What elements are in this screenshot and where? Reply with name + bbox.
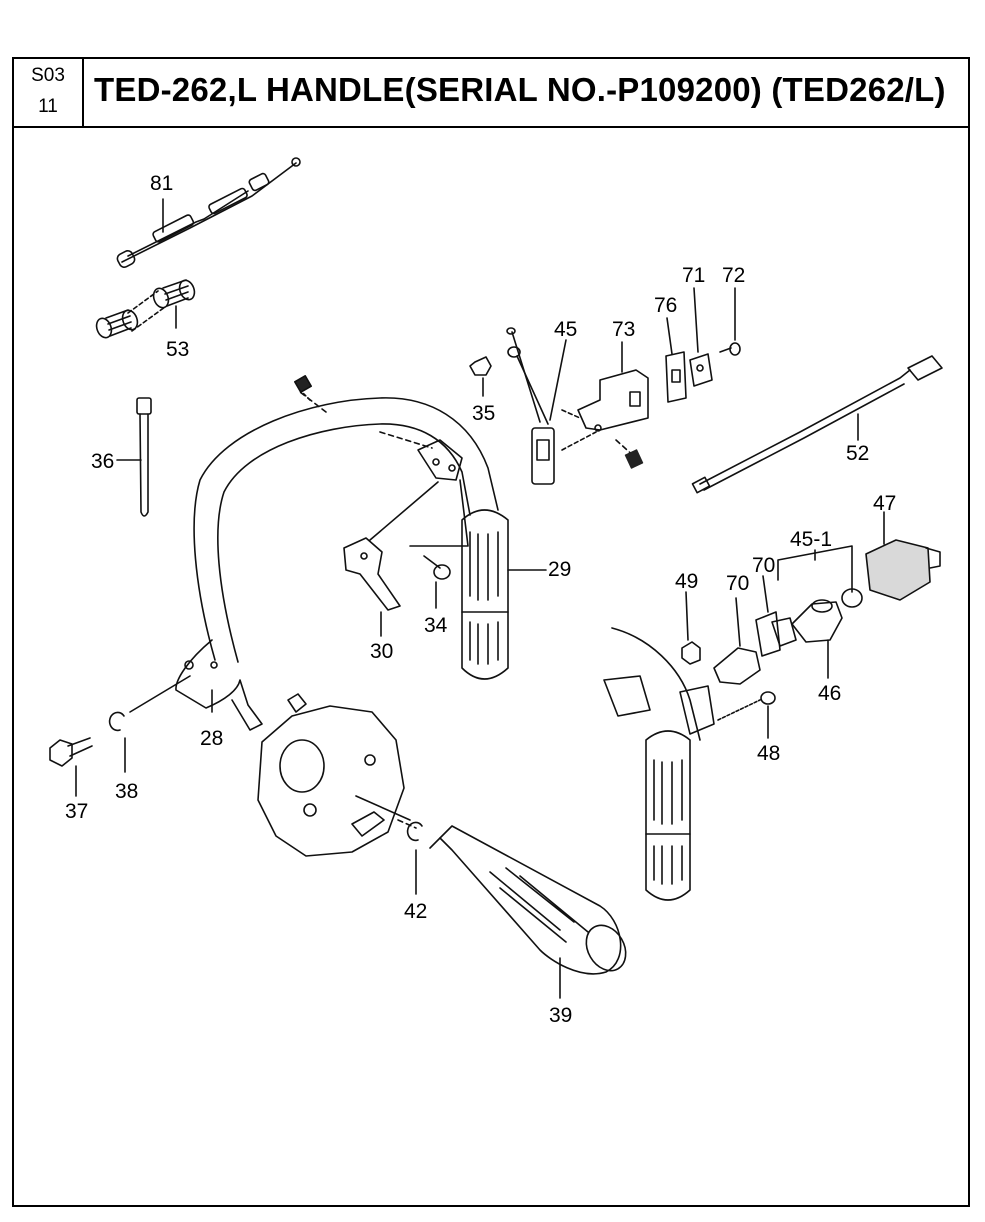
screw-icon bbox=[717, 691, 776, 739]
switch-assembly-icon bbox=[777, 545, 863, 608]
part-number-46: 46 bbox=[818, 682, 841, 705]
part-number-73: 73 bbox=[612, 318, 635, 341]
loop-handle-icon bbox=[175, 375, 499, 731]
part-number-42: 42 bbox=[404, 900, 427, 923]
part-number-37: 37 bbox=[65, 800, 88, 823]
handle-bracket-icon bbox=[417, 439, 463, 481]
part-number-76: 76 bbox=[654, 294, 677, 317]
switch-wire-icon bbox=[506, 327, 567, 485]
part-number-39: 39 bbox=[549, 1004, 572, 1027]
knob-icon bbox=[865, 511, 941, 601]
part-number-29: 29 bbox=[548, 558, 571, 581]
part-number-81: 81 bbox=[150, 172, 173, 195]
part-number-70a: 70 bbox=[726, 572, 749, 595]
bolt-icon bbox=[409, 479, 469, 609]
part-number-47: 47 bbox=[873, 492, 896, 515]
section-code: S03 bbox=[31, 65, 65, 86]
part-number-72: 72 bbox=[722, 264, 745, 287]
part-number-53: 53 bbox=[166, 338, 189, 361]
part-number-49: 49 bbox=[675, 570, 698, 593]
spring-icon bbox=[95, 279, 196, 339]
header-bar: S03 11 TED-262,L HANDLE(SERIAL NO.-P1092… bbox=[14, 59, 968, 128]
bolt-icon bbox=[49, 737, 93, 797]
nut-icon bbox=[681, 591, 701, 665]
cable-tie-icon bbox=[116, 397, 152, 517]
part-number-70b: 70 bbox=[752, 554, 775, 577]
part-number-34: 34 bbox=[424, 614, 448, 637]
part-number-45-1: 45-1 bbox=[790, 528, 832, 551]
part-labels: 81 53 36 35 45 73 76 71 72 52 47 45-1 29… bbox=[65, 172, 896, 1027]
cable-icon bbox=[691, 355, 943, 494]
grip-icon bbox=[429, 825, 627, 999]
page-title: TED-262,L HANDLE(SERIAL NO.-P109200) (TE… bbox=[94, 71, 946, 108]
part-number-52: 52 bbox=[846, 442, 869, 465]
gasket-icon bbox=[665, 317, 687, 403]
plate-icon bbox=[689, 287, 713, 387]
bracket-icon bbox=[561, 341, 649, 451]
circlip-icon bbox=[406, 821, 423, 895]
diagram-frame: S03 11 TED-262,L HANDLE(SERIAL NO.-P1092… bbox=[12, 57, 970, 1207]
clamp-icon bbox=[713, 575, 781, 685]
throttle-cable-icon bbox=[116, 157, 301, 268]
page-number: 11 bbox=[38, 96, 58, 117]
part-number-45: 45 bbox=[554, 318, 577, 341]
nut-icon bbox=[469, 356, 492, 397]
part-number-36: 36 bbox=[91, 450, 114, 473]
switch-body-icon bbox=[771, 599, 843, 679]
part-number-35: 35 bbox=[472, 402, 495, 425]
circlip-icon bbox=[108, 675, 191, 773]
screw-icon bbox=[719, 287, 741, 356]
lever-icon bbox=[343, 481, 439, 637]
assembly-lines bbox=[299, 391, 637, 829]
handle-grip-icon bbox=[461, 509, 547, 680]
part-number-28: 28 bbox=[200, 727, 223, 750]
crankcase-cover-icon bbox=[257, 693, 411, 857]
part-number-30: 30 bbox=[370, 640, 393, 663]
section-code-box: S03 11 bbox=[14, 59, 84, 126]
part-number-48: 48 bbox=[757, 742, 780, 765]
part-number-38: 38 bbox=[115, 780, 138, 803]
part-number-71: 71 bbox=[682, 264, 705, 287]
right-handle-icon bbox=[603, 627, 715, 901]
